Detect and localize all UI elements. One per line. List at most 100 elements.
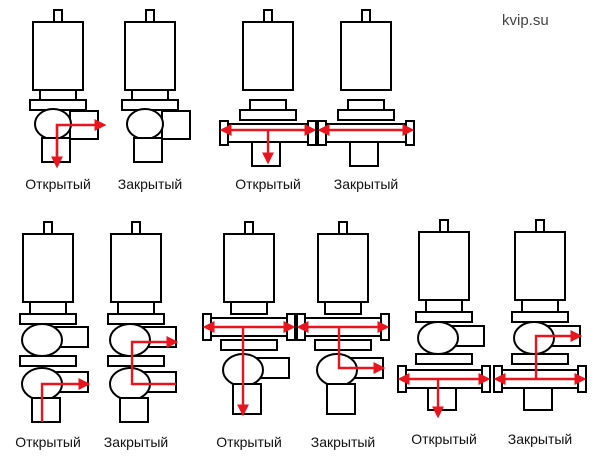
- bottom-port: [119, 397, 149, 423]
- through-pipe: [323, 123, 409, 143]
- valve-4-label: Закрытый: [334, 176, 399, 192]
- actuator-stem: [131, 221, 141, 235]
- neck: [131, 89, 169, 101]
- upper-ball: [417, 321, 459, 355]
- flange-right: [307, 120, 317, 146]
- valve-ball: [126, 108, 164, 140]
- valve-9-label: Открытый: [411, 431, 477, 447]
- valve-8-drawing: [296, 221, 390, 415]
- neck: [39, 89, 77, 101]
- neck: [425, 299, 463, 313]
- valve-6-drawing: [107, 221, 179, 423]
- valve-10: Закрытый: [493, 219, 587, 447]
- flange-left: [219, 120, 229, 146]
- actuator-stem: [338, 221, 348, 235]
- neck: [324, 301, 362, 315]
- collar: [239, 109, 297, 121]
- actuator-stem: [145, 9, 155, 23]
- bottom-port: [326, 383, 356, 415]
- side-port: [161, 110, 191, 140]
- middle-collar: [511, 353, 569, 365]
- neck: [347, 99, 385, 111]
- valve-10-label: Закрытый: [508, 431, 573, 447]
- bottom-port: [523, 387, 553, 411]
- flow-arrow-up: [534, 330, 583, 379]
- valve-9: Открытый: [397, 219, 491, 447]
- valve-6: Закрытый: [104, 221, 179, 450]
- actuator-stem: [263, 9, 273, 23]
- valve-9-drawing: [397, 219, 491, 419]
- flange-left: [317, 120, 327, 146]
- valve-4-drawing: [317, 9, 415, 167]
- actuator-body: [340, 21, 392, 91]
- valve-7: Открытый: [202, 221, 296, 450]
- actuator-stem: [244, 221, 254, 235]
- valve-1: Открытый: [25, 9, 107, 192]
- neck: [249, 99, 287, 111]
- actuator-stem: [535, 219, 545, 233]
- valve-5-drawing: [19, 221, 91, 423]
- bottom-port: [427, 387, 457, 411]
- actuator-body: [110, 233, 162, 303]
- bottom-port: [133, 137, 163, 163]
- collar: [337, 109, 395, 121]
- collar: [415, 311, 473, 323]
- upper-ball: [109, 323, 151, 357]
- middle-collar: [107, 355, 165, 367]
- valve-7-drawing: [202, 221, 296, 417]
- valve-2-label: Закрытый: [118, 176, 183, 192]
- actuator-body: [32, 21, 84, 91]
- valve-8: Закрытый: [296, 221, 390, 450]
- valve-3-label: Открытый: [235, 176, 301, 192]
- flange-right: [405, 120, 415, 146]
- neck: [29, 301, 67, 315]
- collar: [121, 99, 179, 111]
- neck: [230, 301, 268, 315]
- flow-arrow-side: [337, 327, 386, 374]
- actuator-body: [124, 21, 176, 91]
- valve-8-label: Закрытый: [311, 434, 376, 450]
- actuator-stem: [53, 9, 63, 23]
- actuator-body: [418, 231, 470, 301]
- actuator-stem: [43, 221, 53, 235]
- flow-arrow: [40, 378, 91, 422]
- valve-10-drawing: [493, 219, 587, 411]
- collar: [19, 313, 77, 325]
- collar: [29, 99, 87, 111]
- middle-collar: [19, 355, 77, 367]
- actuator-body: [22, 233, 74, 303]
- collar: [107, 313, 165, 325]
- upper-ball: [21, 323, 63, 357]
- valve-ball: [316, 353, 358, 387]
- neck: [117, 301, 155, 315]
- valve-5-label: Открытый: [15, 434, 81, 450]
- flow-arrow: [130, 336, 179, 386]
- valve-2: Закрытый: [118, 9, 191, 192]
- actuator-body: [317, 233, 369, 303]
- actuator-stem: [439, 219, 449, 233]
- actuator-body: [223, 233, 275, 303]
- bottom-port: [232, 383, 262, 415]
- actuator-body: [514, 231, 566, 301]
- watermark: kvip.su: [502, 12, 549, 29]
- valve-5: Открытый: [15, 221, 91, 450]
- valve-7-label: Открытый: [216, 434, 282, 450]
- middle-collar: [415, 353, 473, 365]
- valve-3: Открытый: [219, 9, 317, 192]
- valve-6-label: Закрытый: [104, 434, 169, 450]
- neck: [521, 299, 559, 313]
- middle-collar: [314, 339, 372, 351]
- actuator-stem: [361, 9, 371, 23]
- valve-2-drawing: [121, 9, 191, 163]
- bottom-port: [251, 141, 281, 167]
- upper-ball: [513, 321, 555, 355]
- bottom-port: [349, 141, 379, 167]
- collar: [511, 311, 569, 323]
- valve-1-drawing: [29, 9, 107, 169]
- middle-collar: [220, 339, 278, 351]
- bottom-port: [31, 397, 61, 423]
- valve-4: Закрытый: [317, 9, 415, 192]
- actuator-body: [242, 21, 294, 91]
- valve-3-drawing: [219, 9, 317, 167]
